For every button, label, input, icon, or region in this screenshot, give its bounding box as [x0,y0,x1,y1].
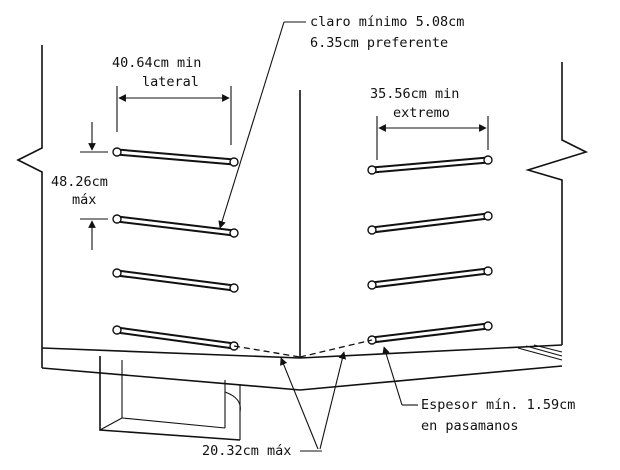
left-panel [16,45,301,359]
support-box [99,356,241,441]
end-width-dimension [376,116,489,160]
rung-spacing-label-line1: 48.26cm [51,174,108,190]
side-width-dimension [116,86,232,145]
clearance-label-line1: claro mínimo 5.08cm [310,14,464,30]
left-rung-1 [112,147,239,167]
side-width-label-line1: 40.64cm min [112,55,201,71]
end-width-label-line1: 35.56cm min [370,86,459,102]
bottom-gap-label: 20.32cm máx [202,443,291,459]
thickness-leader [382,346,418,406]
right-rung-2 [367,211,493,235]
right-rung-1 [367,155,493,175]
right-rung-4 [367,321,493,345]
bottom-gap-line [233,339,373,358]
clearance-label-line2: 6.35cm preferente [310,35,448,51]
left-rung-2 [112,214,239,238]
thickness-label-line2: en pasamanos [421,418,519,434]
clearance-leader [218,21,306,229]
left-rung-4 [112,325,239,351]
right-rung-3 [367,266,493,290]
thickness-label-line1: Espesor mín. 1.59cm [421,397,575,413]
left-rungs [112,147,239,351]
rung-spacing-label-line2: máx [72,192,96,208]
bottom-gap-leader [280,351,347,452]
rung-spacing-dimension [80,122,108,250]
left-rung-3 [112,268,239,293]
base-structure [41,344,563,391]
side-width-label-line2: lateral [142,74,199,90]
right-rungs [367,155,493,345]
end-width-label-line2: extremo [393,105,450,121]
